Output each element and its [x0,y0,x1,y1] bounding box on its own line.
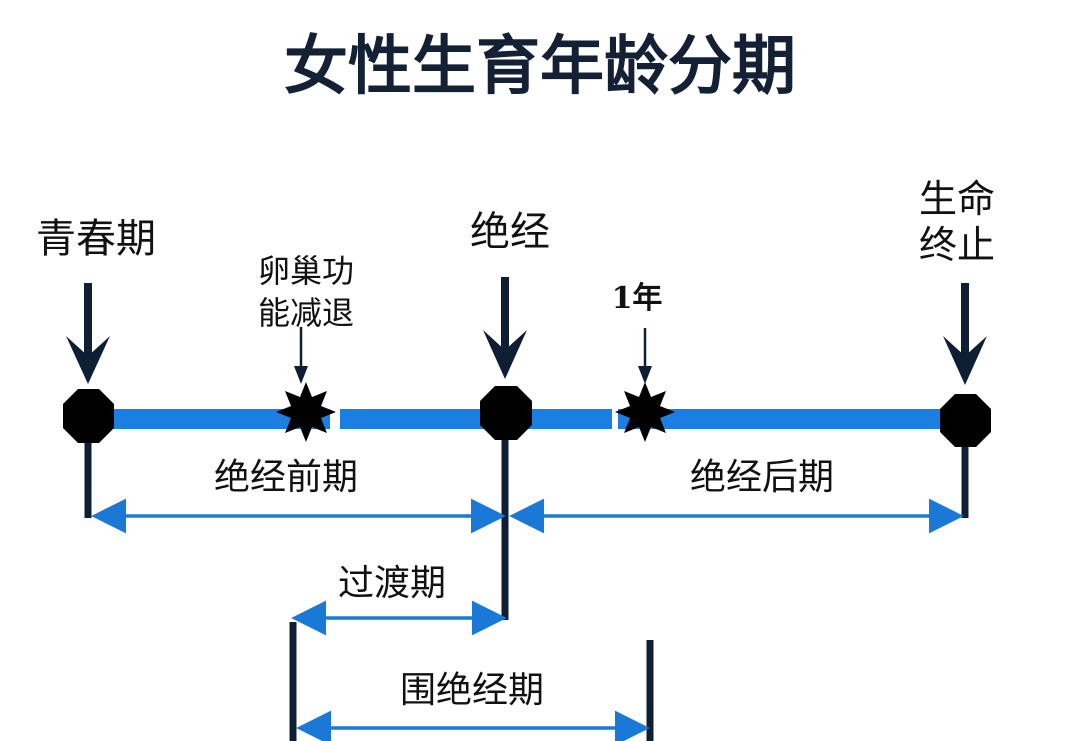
menopause-arrow-icon [483,277,527,379]
life-end-label-line2: 终止 [919,223,995,267]
life-end-label-line1: 生命 [919,177,995,221]
ovarian-decline-arrow-icon [294,327,308,384]
puberty-arrow-icon [66,283,110,384]
puberty-label: 青春期 [36,216,156,262]
page-title: 女性生育年龄分期 [284,30,796,104]
life-end-node [940,394,991,447]
one-year-label: 1年 [612,281,663,316]
ovarian-decline-label-line1: 卵巢功 [258,252,354,290]
ovarian-decline-label-line2: 能减退 [258,294,354,332]
postmenopause-label: 绝经后期 [690,457,834,498]
puberty-node [63,389,114,443]
one-year-star-icon [615,382,675,442]
timeline-bar [90,409,963,429]
menopause-label: 绝经 [470,209,550,255]
one-year-arrow-icon [638,328,652,384]
ovarian-decline-star-icon [276,382,336,442]
menopause-node [480,386,532,440]
premenopause-label: 绝经前期 [214,457,358,498]
transition-label: 过渡期 [338,563,446,604]
perimenopause-label: 围绝经期 [400,670,544,711]
life-end-arrow-icon [943,283,987,385]
